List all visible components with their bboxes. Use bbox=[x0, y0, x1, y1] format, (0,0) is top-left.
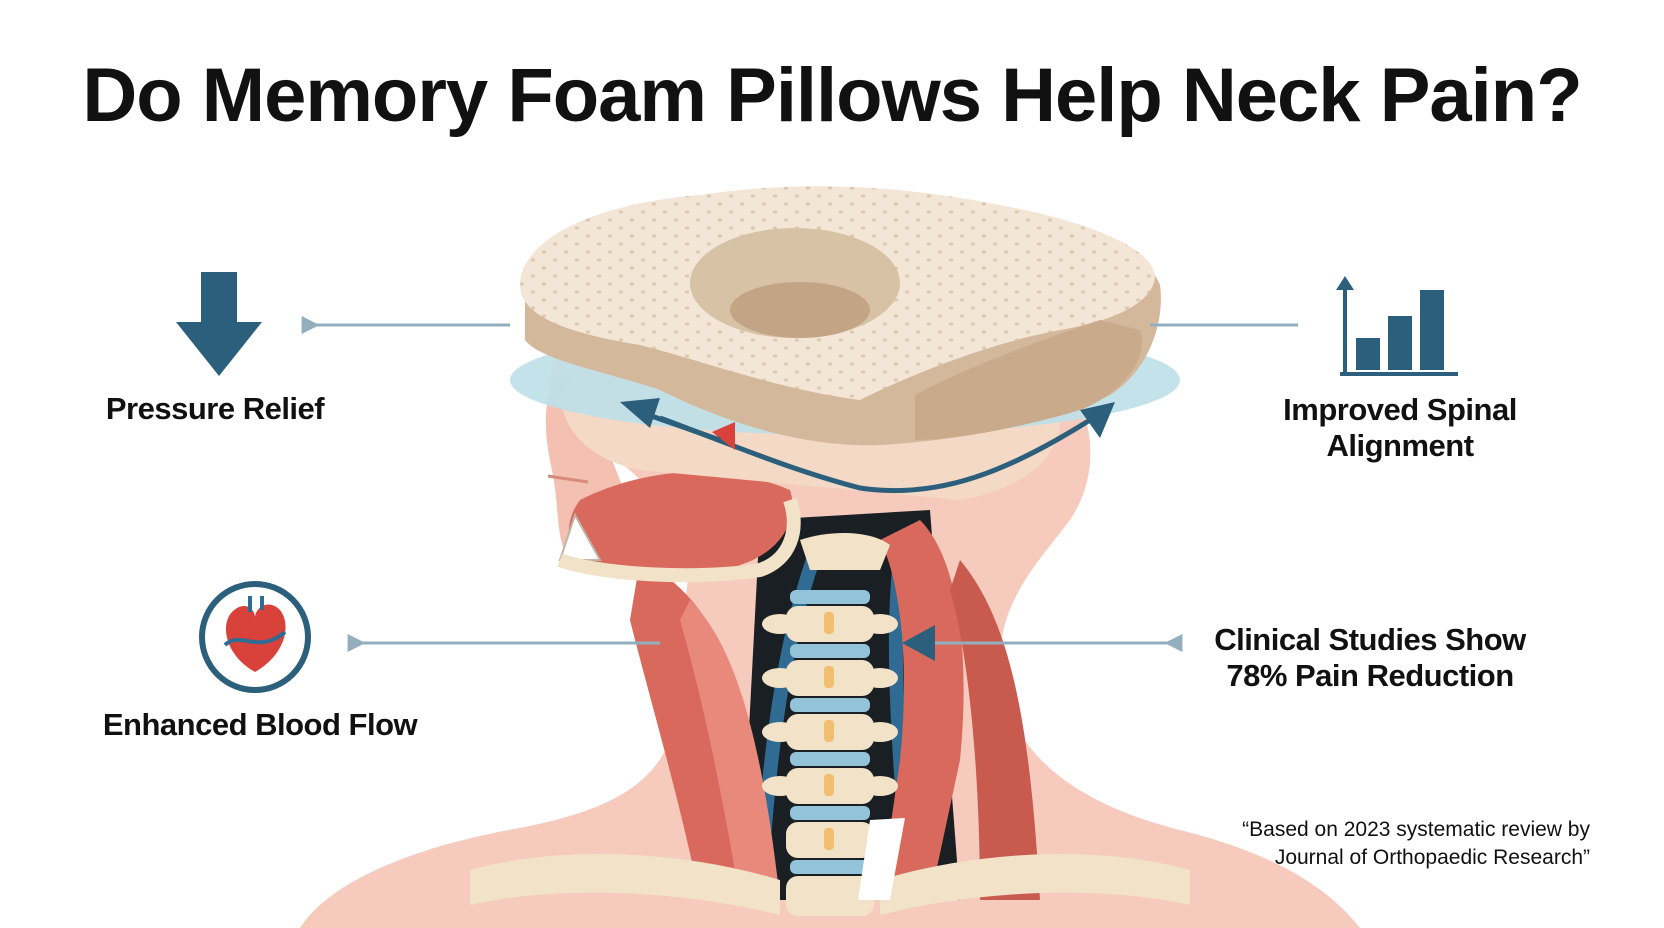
pressure-relief-label: Pressure Relief bbox=[105, 391, 325, 426]
connector-lines bbox=[301, 316, 1298, 652]
spinal-alignment-line: Improved Spinal bbox=[1283, 392, 1517, 427]
neck-muscles bbox=[558, 471, 1040, 900]
citation-line: “Based on 2023 systematic review by bbox=[1242, 818, 1590, 841]
clinical-studies-line: 78% Pain Reduction bbox=[1226, 658, 1514, 693]
spinal-alignment-label: Improved Spinal Alignment bbox=[1230, 392, 1570, 464]
heart-circle-icon bbox=[199, 581, 311, 693]
citation-note: “Based on 2023 systematic review by Jour… bbox=[1150, 816, 1590, 872]
bar-chart-up-icon bbox=[1336, 276, 1458, 376]
blood-flow-label: Enhanced Blood Flow bbox=[102, 707, 418, 742]
clavicles bbox=[470, 853, 1190, 915]
cervical-spine bbox=[762, 533, 898, 916]
spinal-alignment-line: Alignment bbox=[1326, 428, 1474, 463]
memory-foam-pillow bbox=[520, 186, 1161, 446]
tendon bbox=[858, 818, 905, 900]
jaw-bone bbox=[557, 497, 801, 583]
down-arrow-icon bbox=[176, 272, 262, 376]
clinical-studies-label: Clinical Studies Show 78% Pain Reduction bbox=[1180, 622, 1560, 694]
alignment-curve bbox=[620, 398, 1115, 494]
page-title: Do Memory Foam Pillows Help Neck Pain? bbox=[82, 53, 1582, 138]
clinical-studies-line: Clinical Studies Show bbox=[1214, 622, 1526, 657]
clinical-arrowhead bbox=[902, 625, 935, 661]
citation-line: Journal of Orthopaedic Research” bbox=[1274, 846, 1590, 869]
